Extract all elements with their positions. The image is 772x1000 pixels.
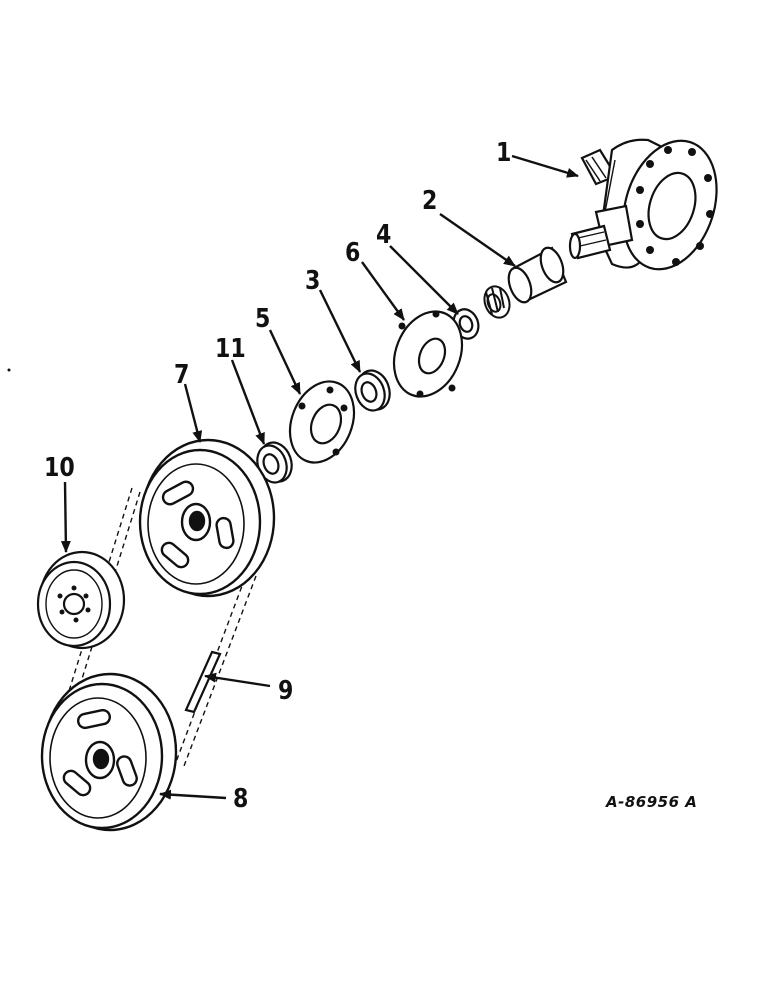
callout-4: 4	[376, 220, 392, 250]
part-5-flange	[288, 380, 356, 464]
callout-11: 11	[215, 334, 246, 364]
part-7-pulley	[138, 438, 276, 598]
part-11-bearing	[256, 441, 293, 484]
callout-10: 10	[44, 453, 75, 483]
part-6-flange	[392, 310, 464, 398]
leader-lines	[60, 154, 579, 800]
part-8-pulley	[40, 672, 178, 832]
needle-bearing	[483, 285, 511, 319]
callout-5: 5	[255, 304, 271, 334]
drawing-number: A-86956 A	[606, 793, 698, 811]
part-1-gearbox	[568, 138, 718, 271]
part-10-pulley	[36, 550, 126, 650]
part-3-bearing	[354, 369, 391, 412]
callout-2: 2	[422, 186, 438, 216]
callout-9: 9	[278, 676, 294, 706]
part-9-key	[184, 650, 222, 714]
callout-3: 3	[305, 266, 321, 296]
callout-1: 1	[496, 138, 512, 168]
callout-7: 7	[174, 360, 190, 390]
part-2-sleeve	[507, 246, 568, 304]
speck	[7, 368, 11, 372]
callout-8: 8	[233, 784, 249, 814]
callout-6: 6	[345, 238, 361, 268]
